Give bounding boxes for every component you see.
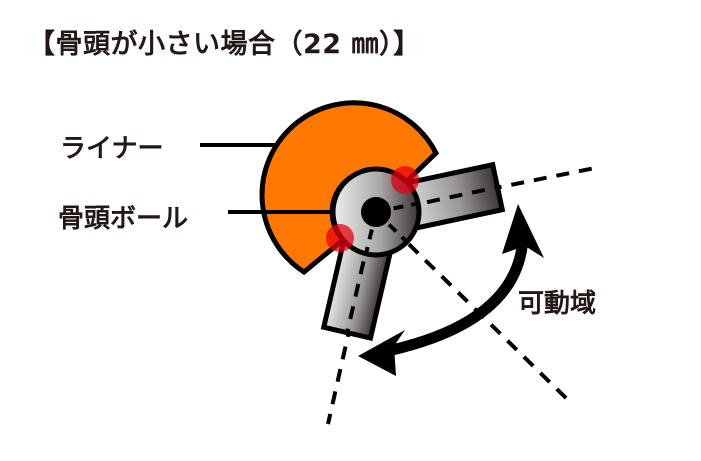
- femur-neck-right: [391, 161, 506, 234]
- liner-label: ライナー: [60, 134, 164, 164]
- range-of-motion-label: 可動域: [518, 289, 597, 319]
- impingement-marker-upper: [391, 166, 419, 194]
- axis-lines: [326, 166, 596, 425]
- page-title: 【骨頭が小さい場合（22 ㎜）】: [28, 29, 421, 60]
- ball-center: [361, 197, 391, 227]
- ball-label: 骨頭ボール: [58, 204, 189, 234]
- range-of-motion-arrow-icon: [358, 204, 544, 376]
- impingement-marker-lower: [326, 224, 354, 252]
